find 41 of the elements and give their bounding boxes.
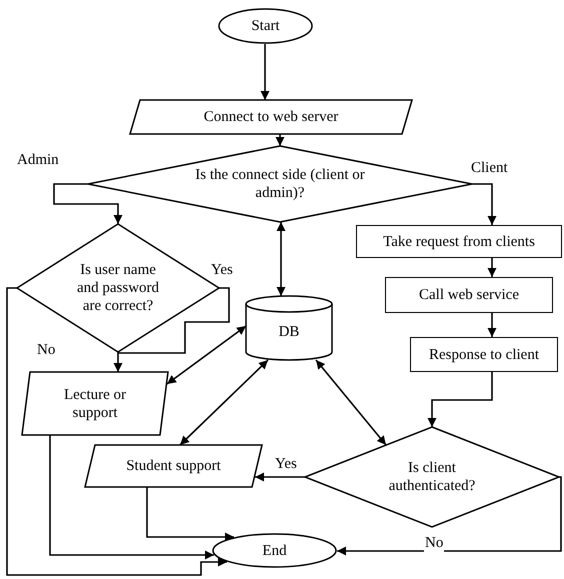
arrow xyxy=(255,472,305,482)
arrow xyxy=(166,325,246,385)
node-label: Take request from clients xyxy=(383,232,535,250)
arrow xyxy=(179,359,269,446)
arrow xyxy=(49,435,214,560)
arrow xyxy=(53,183,122,224)
arrow xyxy=(260,44,270,100)
arrow xyxy=(315,360,387,446)
decision-diamond xyxy=(305,427,559,527)
terminal-oval xyxy=(212,533,337,568)
node-label: Call web service xyxy=(419,286,519,304)
node-label: End xyxy=(262,542,287,560)
input-parallelogram xyxy=(22,372,168,435)
arrow xyxy=(488,313,496,337)
decision-diamond xyxy=(88,146,472,222)
node-label: Connect to web server xyxy=(204,108,338,126)
node-label: Student support xyxy=(126,457,221,475)
node-label: Is user name and password are correct? xyxy=(76,261,160,315)
process-box xyxy=(385,277,553,313)
node-label: Is client authenticated? xyxy=(388,459,476,495)
input-parallelogram xyxy=(85,445,262,487)
edge-label: No xyxy=(424,535,444,552)
process-box xyxy=(356,225,562,258)
arrow xyxy=(6,287,227,576)
node-label: Is the connect side (client or admin)? xyxy=(194,166,366,202)
arrow xyxy=(114,287,230,372)
node-label: Lecture or support xyxy=(62,386,128,422)
arrow xyxy=(488,258,496,277)
node-label: DB xyxy=(278,323,300,341)
process-box xyxy=(410,337,558,372)
arrow xyxy=(276,222,286,296)
arrow xyxy=(337,476,562,556)
database-cylinder xyxy=(246,296,332,360)
input-parallelogram xyxy=(130,100,412,134)
node-label: Response to client xyxy=(429,346,539,364)
arrow xyxy=(276,134,284,146)
arrow xyxy=(146,487,234,542)
arrow xyxy=(428,372,493,427)
node-label: Start xyxy=(251,17,280,35)
terminal-oval xyxy=(218,8,313,44)
arrow xyxy=(472,183,496,225)
